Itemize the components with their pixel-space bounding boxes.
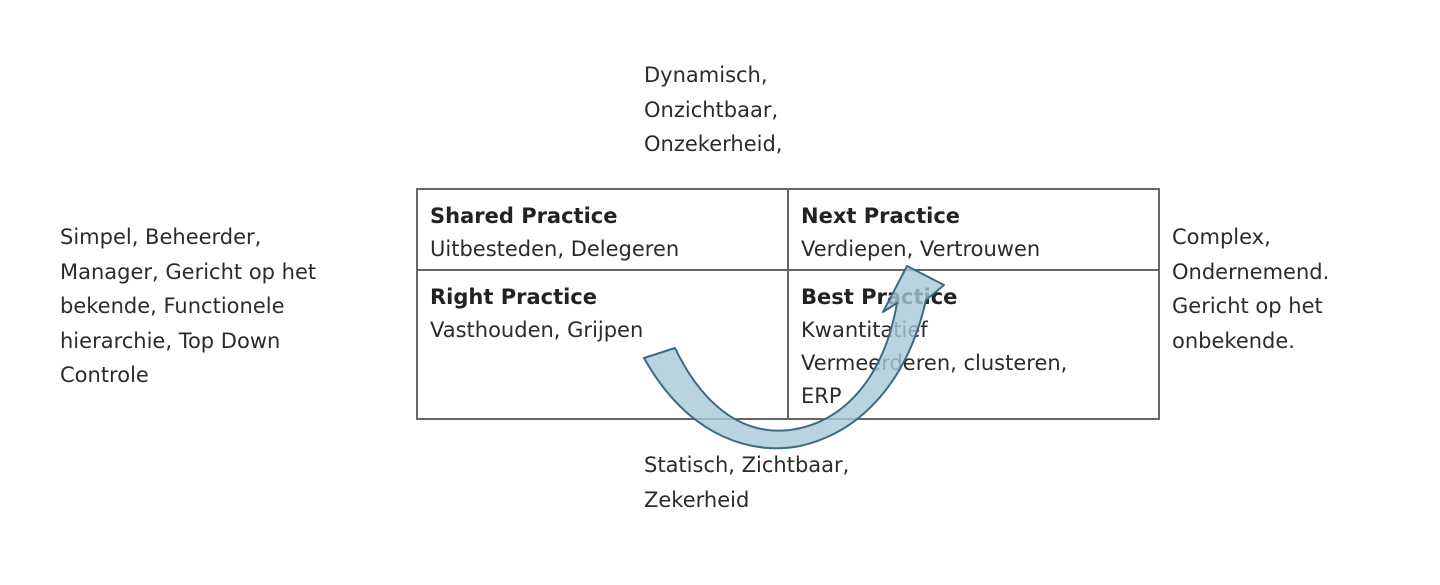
left-label-line: Manager, Gericht op het [60,259,317,284]
right-label-line: Complex, [1172,225,1271,249]
row-divider [418,269,1158,271]
column-divider [787,190,789,418]
quadrant-text: ERP [801,384,842,408]
left-label-line: hierarchie, Top Down [60,328,281,353]
quadrant-title: Next Practice [801,204,961,228]
bottom-label-line: Statisch, Zichtbaar, [644,453,850,477]
quadrant-text: Vasthouden, Grijpen [430,318,644,342]
practice-matrix: Shared Practice Uitbesteden, Delegeren N… [416,188,1160,420]
quadrant-title: Shared Practice [430,204,618,228]
bottom-label-line: Zekerheid [644,487,750,512]
left-label-line: bekende, Functionele [60,294,285,318]
quadrant-shared-practice: Shared Practice Uitbesteden, Delegeren [430,200,679,266]
bottom-label: Statisch, Zichtbaar, Zekerheid [644,448,849,517]
right-label-line: onbekende. [1172,328,1295,353]
left-label: Simpel, Beheerder, Manager, Gericht op h… [60,220,316,393]
top-label-line: Onzichtbaar, [644,97,779,122]
top-label: Dynamisch, Onzichtbaar, Onzekerheid, [644,58,782,162]
left-label-line: Simpel, Beheerder, [60,225,262,249]
quadrant-text: Verdiepen, Vertrouwen [801,237,1041,261]
curved-arrow [643,265,945,450]
quadrant-right-practice: Right Practice Vasthouden, Grijpen [430,281,643,347]
top-label-line: Dynamisch, [644,63,768,87]
quadrant-text: Vermeerderen, clusteren, [801,351,1068,375]
quadrant-next-practice: Next Practice Verdiepen, Vertrouwen [801,200,1040,266]
quadrant-title: Right Practice [430,285,597,309]
left-label-line: Controle [60,363,149,387]
top-label-line: Onzekerheid, [644,132,783,156]
right-label: Complex, Ondernemend. Gericht op het onb… [1172,220,1329,358]
quadrant-text: Uitbesteden, Delegeren [430,237,680,261]
right-label-line: Ondernemend. [1172,259,1330,284]
right-label-line: Gericht op het [1172,294,1323,318]
